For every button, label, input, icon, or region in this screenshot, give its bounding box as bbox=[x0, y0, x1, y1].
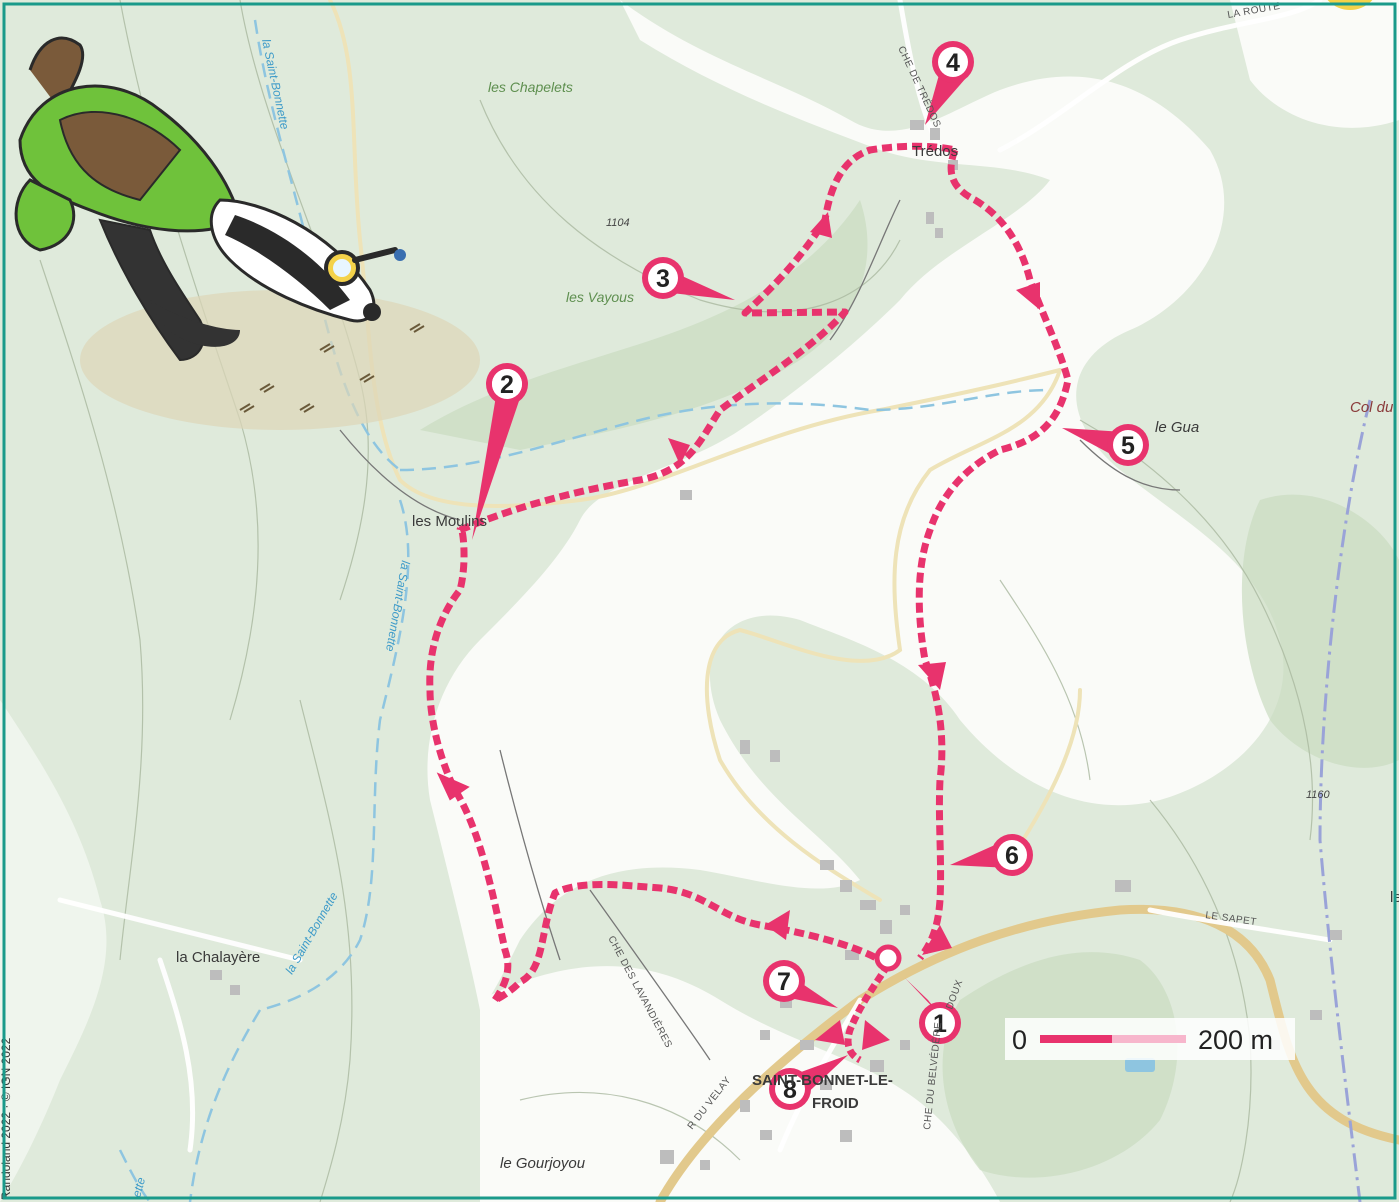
waypoint-3[interactable]: 3 bbox=[642, 257, 735, 300]
label-le-gourjoyou: le Gourjoyou bbox=[500, 1155, 586, 1172]
waypoint-5[interactable]: 5 bbox=[1062, 424, 1149, 466]
altitude-1160: 1160 bbox=[1306, 789, 1331, 801]
trail-segment-east bbox=[915, 148, 1072, 961]
waypoint-8[interactable]: 8 bbox=[769, 1055, 848, 1110]
label-les-chapelets: les Chapelets bbox=[488, 79, 573, 95]
arrow-to-moulins bbox=[668, 438, 690, 465]
admin-boundary bbox=[1318, 399, 1372, 1202]
arrow-to-village-6 bbox=[922, 925, 952, 955]
rivers bbox=[118, 19, 1051, 1202]
label-les-vayous: les Vayous bbox=[566, 289, 634, 305]
river-label-bottom: ette bbox=[129, 1176, 148, 1199]
label-le-gua: le Gua bbox=[1155, 419, 1199, 436]
trail-segment-moulins bbox=[458, 142, 956, 534]
waypoint-2[interactable]: 2 bbox=[470, 363, 528, 580]
relief-shading bbox=[420, 200, 1399, 1178]
waypoint-7[interactable]: 7 bbox=[763, 960, 838, 1008]
trail-segment-valley bbox=[426, 524, 512, 1002]
tracks bbox=[339, 199, 1181, 1061]
label-col-du: Col du bbox=[1350, 399, 1394, 416]
waypoint-7-number: 7 bbox=[777, 968, 791, 996]
scale-bar: 0 200 m bbox=[1005, 1018, 1295, 1060]
label-village-line2: FROID bbox=[812, 1095, 859, 1112]
arrow-south-tredos bbox=[1016, 282, 1040, 310]
arrow-west-village bbox=[765, 910, 790, 940]
waypoint-1-number: 1 bbox=[933, 1010, 947, 1038]
scale-segment-dark bbox=[1040, 1035, 1112, 1043]
altitude-1104: 1104 bbox=[606, 217, 630, 229]
arrow-north-valley bbox=[436, 772, 470, 801]
label-les-moulins: les Moulins bbox=[412, 513, 487, 530]
arrow-village-right bbox=[862, 1020, 890, 1050]
scale-segment-light bbox=[1112, 1035, 1186, 1043]
waypoint-1[interactable]: 1 bbox=[905, 978, 961, 1044]
trail-segment-village bbox=[844, 963, 891, 1064]
scale-distance: 200 m bbox=[1198, 1025, 1273, 1055]
waypoint-5-number: 5 bbox=[1121, 432, 1135, 460]
badger-mascot bbox=[14, 36, 480, 430]
label-tredos: Trédos bbox=[912, 143, 958, 160]
arrow-village-left bbox=[815, 1020, 845, 1045]
map-credit: Randoland 2022 · © IGN 2022 bbox=[0, 1037, 13, 1200]
pond bbox=[1125, 1058, 1155, 1072]
waypoint-4[interactable]: 4 bbox=[925, 41, 974, 125]
waypoint-6-number: 6 bbox=[1005, 842, 1019, 870]
buildings bbox=[210, 120, 1342, 1170]
waypoint-4-number: 4 bbox=[946, 49, 960, 77]
waypoint-6[interactable]: 6 bbox=[950, 834, 1033, 876]
waypoint-3-number: 3 bbox=[656, 265, 670, 293]
arrow-north-vayous bbox=[810, 212, 832, 238]
waypoint-2-number: 2 bbox=[500, 371, 514, 399]
start-point-marker[interactable] bbox=[874, 944, 902, 972]
direction-arrows bbox=[436, 212, 1040, 1050]
label-village-line1: SAINT-BONNET-LE- bbox=[752, 1072, 893, 1089]
arrow-south-field bbox=[918, 662, 946, 690]
label-la-chalayere: la Chalayère bbox=[176, 949, 260, 966]
scale-zero: 0 bbox=[1012, 1025, 1027, 1055]
waypoint-8-number: 8 bbox=[783, 1076, 797, 1104]
